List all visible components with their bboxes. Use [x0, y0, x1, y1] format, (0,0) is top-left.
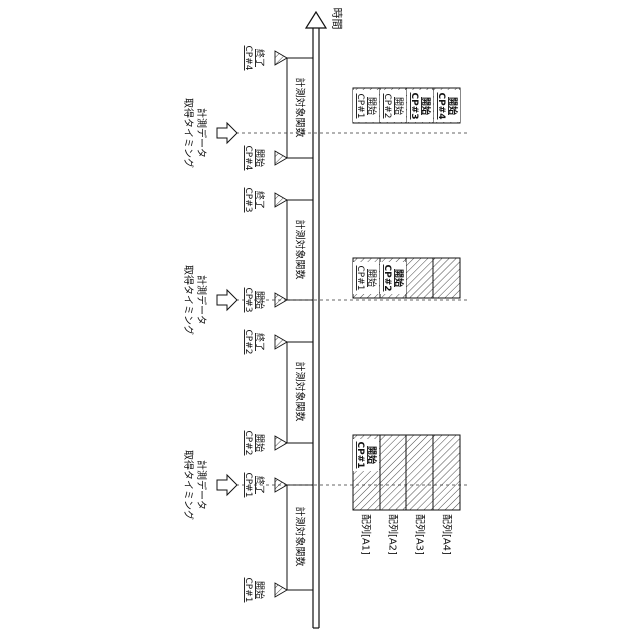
checkpoint-label-bottom: CP#2 [243, 431, 253, 456]
time-axis-arrow-icon [306, 12, 326, 28]
cell-label-top: 開始 [366, 269, 378, 287]
time-axis-label: 時間 [331, 8, 344, 30]
timing-label-3: 計測データ 取得タイミング [182, 98, 208, 168]
time-axis [306, 12, 326, 628]
array-cell-a1: 開始 CP#1 [353, 90, 379, 122]
checkpoint-label-top: 開始 [254, 434, 266, 452]
cell-label-bottom: CP#1 [355, 94, 365, 119]
timing-arrow-2-icon [217, 290, 237, 310]
cell-label-top: 開始 [366, 446, 378, 464]
cell-label-top: 開始 [393, 97, 405, 115]
array-cell-a2: 開始 CP#2 [380, 90, 406, 122]
checkpoint-label-start-cp4: 開始 CP#4 [243, 146, 266, 171]
array-label-a1: 配列[A1] [360, 514, 373, 555]
cell-label-top: 開始 [420, 97, 432, 115]
checkpoint-label-bottom: CP#3 [243, 188, 253, 213]
array-label-a4: 配列[A4] [441, 514, 454, 555]
cell-label-top: 開始 [393, 269, 405, 287]
timing-arrow-3-icon [217, 123, 237, 143]
function-label-2: 計測対象関数 [294, 362, 307, 422]
checkpoint-label-top: 開始 [254, 581, 266, 599]
timing-arrow-1-icon [217, 475, 237, 495]
function-label-3: 計測対象関数 [294, 220, 307, 280]
checkpoint-start-cp2-icon [275, 436, 287, 450]
timing-label-line2: 取得タイミング [182, 450, 195, 520]
checkpoint-label-start-cp1: 開始 CP#1 [243, 578, 266, 603]
checkpoint-start-cp1-icon [275, 583, 287, 597]
checkpoint-label-top: 開始 [254, 149, 266, 167]
function-label-4: 計測対象関数 [294, 78, 307, 138]
array-cell-a4: 開始 CP#4 [434, 90, 460, 122]
cell-label-bottom: CP#4 [436, 92, 446, 119]
array-snapshot-3: 開始 CP#1 開始 CP#2 開始 CP#3 開始 CP#4 [353, 88, 460, 123]
array-label-a3: 配列[A3] [414, 514, 427, 555]
cell-label-bottom: CP#1 [355, 441, 365, 468]
checkpoint-label-top: 終了 [254, 49, 266, 67]
checkpoint-end-cp2-icon [275, 335, 287, 349]
array-cell-a1: 開始 CP#1 [353, 262, 379, 294]
timing-label-1: 計測データ 取得タイミング [182, 450, 208, 520]
array-label-a2: 配列[A2] [387, 514, 400, 555]
function-block-1: 計測対象関数 [287, 485, 313, 590]
checkpoint-label-end-cp3: 終了 CP#3 [243, 188, 266, 213]
function-block-3: 計測対象関数 [287, 200, 313, 300]
checkpoint-label-start-cp2: 開始 CP#2 [243, 431, 266, 456]
checkpoint-label-end-cp2: 終了 CP#2 [243, 330, 266, 355]
timing-label-line2: 取得タイミング [182, 265, 195, 335]
timing-label-line1: 計測データ [195, 108, 208, 158]
checkpoint-label-bottom: CP#4 [243, 146, 253, 171]
checkpoint-label-top: 終了 [254, 191, 266, 209]
array-cell-a1: 開始 CP#1 [353, 439, 379, 471]
checkpoint-label-end-cp4: 終了 CP#4 [243, 46, 266, 71]
checkpoint-end-cp4-icon [275, 51, 287, 65]
array-snapshot-1: 開始 CP#1 [353, 435, 460, 510]
checkpoint-label-bottom: CP#2 [243, 330, 253, 355]
cell-label-bottom: CP#2 [382, 94, 392, 119]
checkpoint-label-bottom: CP#1 [243, 578, 253, 603]
cell-label-bottom: CP#1 [355, 266, 365, 291]
cell-label-top: 開始 [447, 97, 459, 115]
array-cell-a2: 開始 CP#2 [380, 262, 406, 294]
cell-label-bottom: CP#3 [409, 92, 419, 119]
checkpoint-label-bottom: CP#4 [243, 46, 253, 71]
array-cell-a3: 開始 CP#3 [407, 90, 433, 122]
cell-label-bottom: CP#2 [382, 264, 392, 291]
function-block-2: 計測対象関数 [287, 342, 313, 443]
timing-label-line1: 計測データ [195, 460, 208, 510]
checkpoint-end-cp3-icon [275, 193, 287, 207]
timing-label-line1: 計測データ [195, 275, 208, 325]
checkpoint-label-top: 終了 [254, 333, 266, 351]
function-label-1: 計測対象関数 [294, 507, 307, 567]
cell-label-top: 開始 [366, 97, 378, 115]
timing-lines [236, 133, 470, 485]
array-snapshot-2: 開始 CP#1 開始 CP#2 [353, 258, 460, 298]
function-block-4: 計測対象関数 [287, 58, 313, 158]
timing-label-2: 計測データ 取得タイミング [182, 265, 208, 335]
checkpoint-start-cp4-icon [275, 151, 287, 165]
timing-label-line2: 取得タイミング [182, 98, 195, 168]
